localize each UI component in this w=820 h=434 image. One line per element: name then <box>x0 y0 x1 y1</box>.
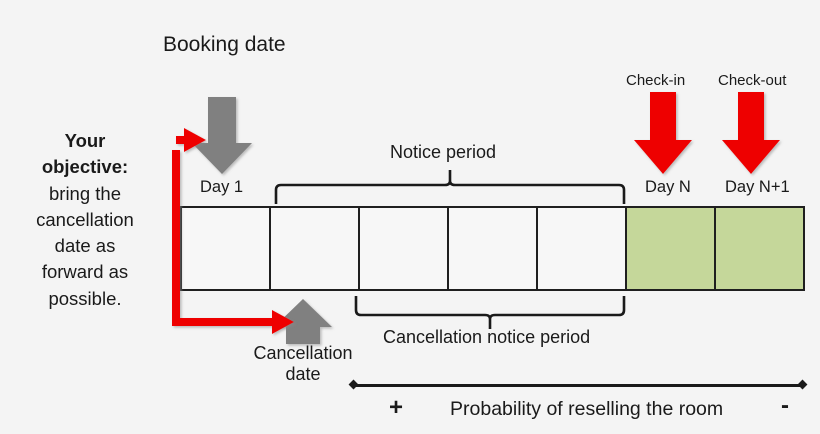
notice-period-label: Notice period <box>390 142 497 162</box>
objective-line-3: bring the <box>49 182 121 204</box>
timeline-cell-day-n-plus-1 <box>716 208 803 289</box>
timeline-cell-3 <box>360 208 449 289</box>
check-out-label: Check-out <box>718 72 787 89</box>
timeline-cell-day-1 <box>182 208 271 289</box>
check-in-arrow-icon <box>634 92 692 174</box>
probability-plus-sign: + <box>389 394 404 421</box>
notice-period-bracket <box>274 170 626 204</box>
objective-line-7: possible. <box>48 287 122 309</box>
probability-axis-bar <box>352 383 804 387</box>
day-n-label: Day N <box>645 178 691 196</box>
cancellation-notice-period-label: Cancellation notice period <box>383 327 591 347</box>
check-in-label: Check-in <box>626 72 686 89</box>
day-1-label: Day 1 <box>200 178 244 196</box>
objective-line-6: forward as <box>41 261 129 283</box>
objective-line-4: cancellation <box>36 208 134 230</box>
probability-axis-line <box>348 379 808 390</box>
timeline-cell-5 <box>538 208 627 289</box>
cancellation-date-arrow-icon <box>274 299 332 344</box>
cancellation-date-label: Cancellation date <box>253 343 353 385</box>
objective-line-1: Your <box>64 130 106 151</box>
timeline-cell-day-n <box>627 208 716 289</box>
probability-axis-right-cap <box>797 379 808 390</box>
probability-caption: Probability of reselling the room <box>450 398 724 420</box>
objective-line-2: objective: <box>41 156 129 178</box>
timeline-cell-2 <box>271 208 360 289</box>
booking-date-arrow-icon <box>192 97 252 174</box>
check-out-arrow-icon <box>722 92 780 174</box>
timeline-row <box>180 206 805 291</box>
timeline-cell-4 <box>449 208 538 289</box>
probability-minus-sign: - <box>781 392 789 419</box>
booking-date-label: Booking date <box>163 33 286 56</box>
objective-text-block: Your objective: bring the cancellation d… <box>10 128 160 312</box>
objective-line-5: date as <box>54 235 116 257</box>
cancellation-notice-period-bracket <box>354 296 626 329</box>
day-n-plus-1-label: Day N+1 <box>725 178 790 196</box>
